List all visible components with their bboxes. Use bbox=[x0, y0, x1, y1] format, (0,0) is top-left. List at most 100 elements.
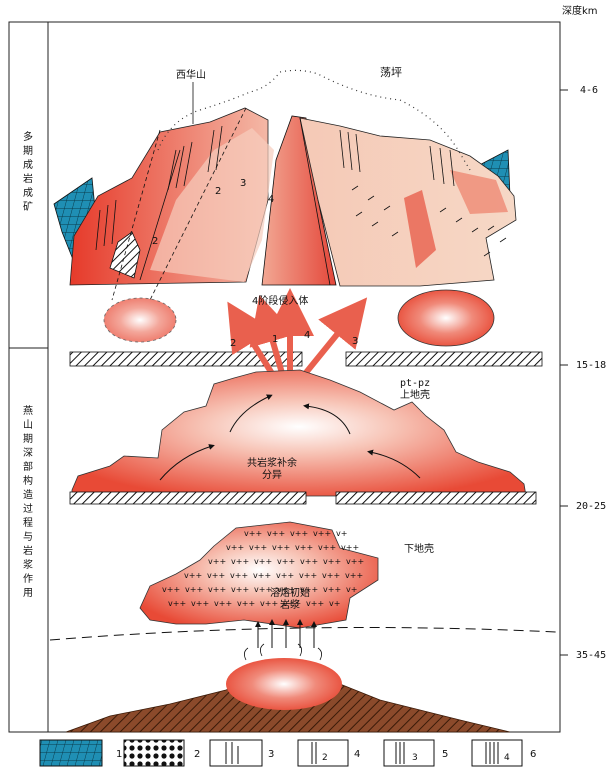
legend-label-3: 3 bbox=[268, 749, 274, 760]
cross-glyph: + bbox=[180, 599, 187, 608]
cross-glyph: + bbox=[302, 529, 309, 538]
legend-inner-4: 4 bbox=[504, 753, 510, 763]
cross-glyph: + bbox=[256, 529, 263, 538]
crust-boundary-hatch-right bbox=[346, 352, 542, 366]
mantle-melt-blob bbox=[226, 658, 342, 710]
cross-glyph: v+ bbox=[346, 585, 357, 594]
stage-lower-char: 深 bbox=[23, 447, 33, 459]
cross-glyph: + bbox=[220, 585, 227, 594]
xihuashan-label: 西华山 bbox=[176, 68, 206, 81]
legend-swatch-5 bbox=[384, 740, 434, 766]
cross-glyph: + bbox=[174, 585, 181, 594]
stage-lower-char: 用 bbox=[23, 588, 33, 599]
legend-label-2: 2 bbox=[194, 749, 200, 760]
boundary-hatch-20-right bbox=[336, 492, 536, 504]
cross-glyph: + bbox=[335, 585, 342, 594]
stage-upper-char: 期 bbox=[23, 145, 33, 157]
cross-glyph: + bbox=[238, 543, 245, 552]
depth-tick-2: 15-18 bbox=[576, 360, 606, 371]
cross-glyph: v+ bbox=[306, 599, 317, 608]
lower-crust-label: 下地壳 bbox=[404, 542, 434, 555]
cross-glyph: + bbox=[358, 557, 365, 566]
cross-glyph: + bbox=[219, 571, 226, 580]
cross-glyph: v+ bbox=[208, 557, 219, 566]
stage-lower-char: 作 bbox=[23, 573, 33, 585]
stage-upper-char: 岩 bbox=[23, 172, 33, 185]
cross-glyph: v+ bbox=[329, 599, 340, 608]
cross-glyph: v+ bbox=[191, 599, 202, 608]
stage-lower-char: 构 bbox=[23, 474, 33, 487]
body-number-2: 2 bbox=[215, 186, 221, 197]
cross-glyph: + bbox=[279, 529, 286, 538]
cross-glyph: + bbox=[197, 585, 204, 594]
cross-glyph: v+ bbox=[276, 571, 287, 580]
stage-lower-char: 与 bbox=[23, 531, 33, 543]
depth-ticks: 4-6 15-18 20-25 35-45 bbox=[560, 85, 606, 661]
stage-lower-char: 造 bbox=[23, 488, 33, 501]
body-number-3: 3 bbox=[240, 178, 246, 189]
legend-label-4: 4 bbox=[354, 749, 360, 760]
intrusion-arrow-3 bbox=[300, 316, 352, 380]
intrusion-arrows: 2 1 4 3 bbox=[230, 312, 358, 380]
cross-glyph: v+ bbox=[290, 529, 301, 538]
cross-glyph: + bbox=[265, 571, 272, 580]
cross-glyph: v+ bbox=[254, 585, 265, 594]
cross-glyph: v+ bbox=[214, 599, 225, 608]
body-number-2b: 2 bbox=[152, 236, 158, 247]
cross-glyph: v+ bbox=[237, 599, 248, 608]
stage-upper-char: 成 bbox=[23, 187, 33, 199]
legend-inner-3: 3 bbox=[412, 753, 418, 763]
cross-glyph: v+ bbox=[231, 557, 242, 566]
cross-glyph: + bbox=[307, 543, 314, 552]
cross-glyph: v+ bbox=[244, 529, 255, 538]
stage-upper-char: 多 bbox=[23, 130, 33, 143]
cross-glyph: v+ bbox=[300, 557, 311, 566]
cross-glyph: v+ bbox=[322, 571, 333, 580]
cross-glyph: + bbox=[203, 599, 210, 608]
cross-glyph: + bbox=[330, 543, 337, 552]
cross-glyph: v+ bbox=[207, 571, 218, 580]
body-number-4: 4 bbox=[268, 194, 274, 205]
cross-glyph: + bbox=[261, 543, 268, 552]
cross-glyph: v+ bbox=[231, 585, 242, 594]
cross-glyph: + bbox=[288, 571, 295, 580]
cross-glyph: + bbox=[226, 599, 233, 608]
stage-lower-char: 过 bbox=[23, 502, 33, 515]
cross-glyph: v+ bbox=[260, 599, 271, 608]
legend: 1 2 3 2 4 3 5 4 6 bbox=[40, 740, 536, 766]
dangping-label: 荡坪 bbox=[380, 66, 402, 79]
legend-swatch-2 bbox=[124, 740, 184, 766]
legend-label-6: 6 bbox=[530, 749, 536, 760]
legend-inner-2: 2 bbox=[322, 753, 328, 763]
cross-glyph: v+ bbox=[208, 585, 219, 594]
cross-glyph: v+ bbox=[162, 585, 173, 594]
cross-glyph: v+ bbox=[313, 529, 324, 538]
cross-glyph: + bbox=[220, 557, 227, 566]
stage-upper-char: 矿 bbox=[23, 200, 33, 213]
cross-glyph: v+ bbox=[336, 529, 347, 538]
cross-glyph: v+ bbox=[318, 543, 329, 552]
cross-glyph: v+ bbox=[323, 557, 334, 566]
cross-glyph: + bbox=[289, 557, 296, 566]
pluton-left bbox=[104, 298, 176, 342]
boundary-hatch-20-left bbox=[70, 492, 306, 504]
cross-glyph: v+ bbox=[345, 571, 356, 580]
arrow-label-2: 2 bbox=[230, 338, 236, 349]
cross-glyph: v+ bbox=[226, 543, 237, 552]
cross-glyph: + bbox=[272, 599, 279, 608]
moho-line bbox=[50, 628, 556, 641]
legend-swatch-1 bbox=[40, 740, 102, 766]
cross-glyph: + bbox=[357, 571, 364, 580]
legend-label-5: 5 bbox=[442, 749, 448, 760]
stage-lower-char: 山 bbox=[23, 419, 33, 431]
cross-glyph: v+ bbox=[254, 557, 265, 566]
depth-tick-1: 4-6 bbox=[580, 85, 598, 96]
cross-glyph: + bbox=[353, 543, 360, 552]
cross-glyph: + bbox=[249, 599, 256, 608]
cross-glyph: v+ bbox=[230, 571, 241, 580]
cross-glyph: v+ bbox=[253, 571, 264, 580]
cross-glyph: + bbox=[318, 599, 325, 608]
stage-lower-char: 燕 bbox=[23, 405, 33, 417]
